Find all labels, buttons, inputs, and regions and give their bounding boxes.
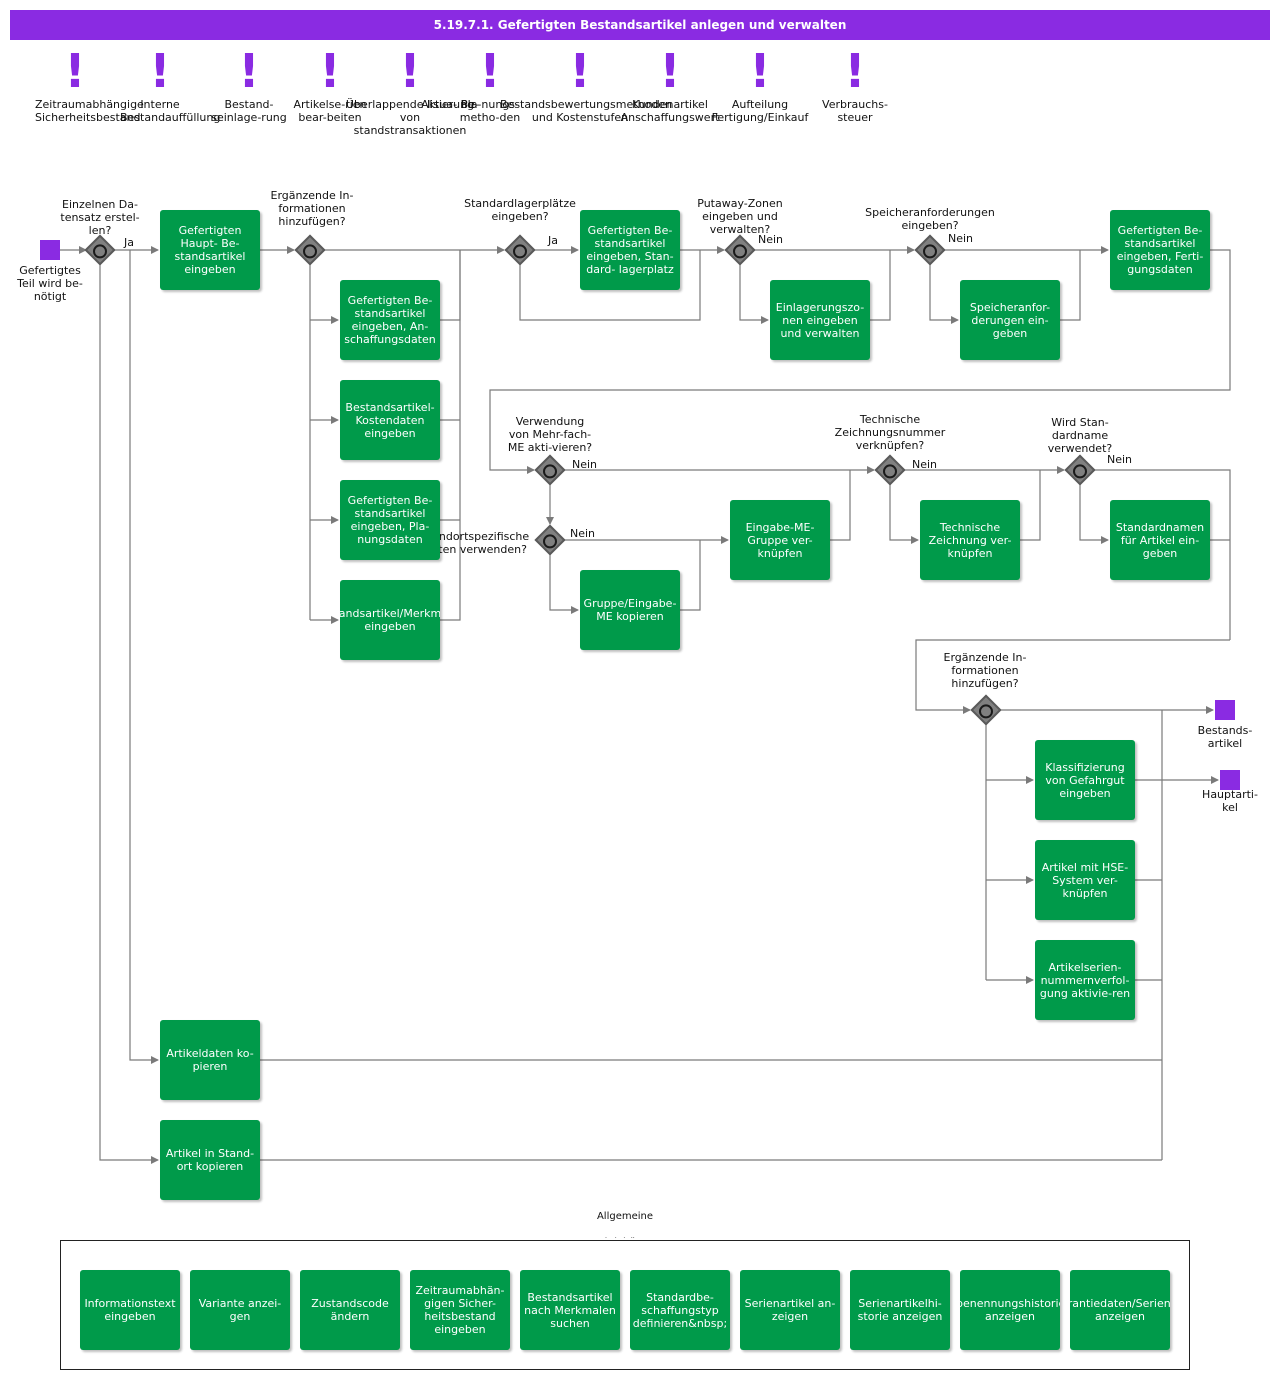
general-item[interactable]: Variante anzei-gen (190, 1270, 290, 1350)
task-speicheranforderungen[interactable]: Speicheranfor-derungen ein-geben (960, 280, 1060, 360)
flow-label-nein: Nein (912, 458, 938, 471)
end-event-hauptartikel[interactable] (1220, 770, 1240, 790)
rule-zeitraum[interactable]: !Zeitraumabhängige Sicherheitsbestand (35, 44, 144, 124)
flow-label-ja: Ja (548, 234, 558, 247)
task-standardnamen[interactable]: Standardnamen für Artikel ein-geben (1110, 500, 1210, 580)
rule-artikelserien[interactable]: !Artikelse-rien bear-beiten (290, 48, 370, 124)
rule-kundenartikel[interactable]: !Kundenartikel Anschaffungswert (620, 44, 720, 124)
task-gruppe-kopieren[interactable]: Gruppe/Eingabe-ME kopieren (580, 570, 680, 650)
flow-label-nein: Nein (758, 233, 784, 246)
task-gefahrgut[interactable]: Klassifizierung von Gefahrgut eingeben (1035, 740, 1135, 820)
general-item[interactable]: Standardbe-schaffungstyp definieren&nbsp… (630, 1270, 730, 1350)
task-artikeldaten-kopieren[interactable]: Artikeldaten ko-pieren (160, 1020, 260, 1100)
rule-planungsmethoden[interactable]: !Pla-nungs-metho-den (450, 48, 530, 124)
task-seriennummernverfolgung[interactable]: Artikelserien-nummernverfol-gung aktivie… (1035, 940, 1135, 1020)
exclamation-icon: ! (749, 44, 771, 98)
rule-bestandseinlagerung[interactable]: !Bestand-seinlage-rung (209, 48, 289, 124)
flow-label-nein: Nein (1107, 453, 1133, 466)
general-item[interactable]: Bestandsartikel nach Merkmalen suchen (520, 1270, 620, 1350)
flow-label-nein: Nein (570, 527, 596, 540)
flow-label-ja: Ja (124, 236, 134, 249)
task-artikel-standort-kopieren[interactable]: Artikel in Stand-ort kopieren (160, 1120, 260, 1200)
end-event-bestandsartikel[interactable] (1215, 700, 1235, 720)
gateway-standardlagerplaetze-label: Standardlagerplätze eingeben? (464, 197, 576, 223)
task-eingabe-me-gruppe[interactable]: Eingabe-ME-Gruppe ver-knüpfen (730, 500, 830, 580)
gateway-zeichnungsnummer-label: Technische Zeichnungsnummer verknüpfen? (834, 413, 946, 452)
general-item[interactable]: Informationstext eingeben (80, 1270, 180, 1350)
start-event[interactable] (40, 240, 60, 260)
task-planungsdaten[interactable]: Gefertigten Be-standsartikel eingeben, P… (340, 480, 440, 560)
start-event-label: Gefertigtes Teil wird be-nötigt (17, 264, 83, 303)
gateway-speicheranforderungen-label: Speicheranforderungen eingeben? (865, 206, 995, 232)
task-fertigungsdaten[interactable]: Gefertigten Be-standsartikel eingeben, F… (1110, 210, 1210, 290)
gateway-mehrfach-me-label: Verwendung von Mehr-fach-ME akti-vieren? (507, 415, 593, 454)
rule-aktua[interactable]: !Aktua- Be- (421, 98, 479, 111)
exclamation-icon: ! (479, 44, 501, 98)
task-haupt-bestandsartikel[interactable]: Gefertigten Haupt- Be-standsartikel eing… (160, 210, 260, 290)
general-item[interactable]: Serienartikel an-zeigen (740, 1270, 840, 1350)
gateway-standardname-label: Wird Stan-dardname verwendet? (1047, 416, 1113, 455)
general-item[interactable]: Zeitraumabhän-gigen Sicher-heitsbestand … (410, 1270, 510, 1350)
exclamation-icon: ! (659, 44, 681, 98)
gateway-standortspezifisch-label: Standortspezifische Daten verwenden? (420, 530, 530, 556)
general-item[interactable]: Zustandscode ändern (300, 1270, 400, 1350)
end-event-hauptartikel-label: Hauptarti-kel (1202, 788, 1258, 814)
exclamation-icon: ! (64, 44, 86, 98)
task-hse-system[interactable]: Artikel mit HSE-System ver-knüpfen (1035, 840, 1135, 920)
task-anschaffungsdaten[interactable]: Gefertigten Be-standsartikel eingeben, A… (340, 280, 440, 360)
flow-label-nein: Nein (572, 458, 598, 471)
flow-label-nein: Nein (948, 232, 974, 245)
task-standardlagerplatz[interactable]: Gefertigten Be-standsartikel eingeben, S… (580, 210, 680, 290)
task-merkmale[interactable]: andsartikel/Merkm eingeben (340, 580, 440, 660)
task-technische-zeichnung[interactable]: Technische Zeichnung ver-knüpfen (920, 500, 1020, 580)
exclamation-icon: ! (149, 44, 171, 98)
gateway-einzelner-datensatz-label: Einzelnen Da-tensatz erstel-len? (60, 198, 140, 237)
general-item[interactable]: Umbenennungshistorie/Se anzeigen (960, 1270, 1060, 1350)
rule-interne[interactable]: !Interne Bestandauffüllung (120, 44, 221, 124)
general-activities-title: Allgemeine Aktivitäten (596, 1211, 654, 1238)
exclamation-icon: ! (319, 44, 341, 98)
rule-aufteilung[interactable]: !Aufteilung Fertigung/Einkauf (711, 44, 809, 124)
rule-ueberlappende[interactable]: !Überlappende lisierung von standstransa… (345, 44, 475, 137)
task-kostendaten[interactable]: Bestandsartikel-Kostendaten eingeben (340, 380, 440, 460)
general-item[interactable]: Garantiedaten/Serienobj anzeigen (1070, 1270, 1170, 1350)
general-item[interactable]: Serienartikelhi-storie anzeigen (850, 1270, 950, 1350)
exclamation-icon: ! (569, 44, 591, 98)
gateway-putaway-zonen-label: Putaway-Zonen eingeben und verwalten? (697, 197, 783, 236)
exclamation-icon: ! (238, 44, 260, 98)
end-event-bestandsartikel-label: Bestands-artikel (1197, 724, 1253, 750)
diagram-title: 5.19.7.1. Gefertigten Bestandsartikel an… (10, 10, 1270, 40)
exclamation-icon: ! (844, 44, 866, 98)
rule-bewertung[interactable]: !Bestandsbewertungsmethoden und Kostenst… (500, 44, 673, 124)
rule-verbrauchssteuer[interactable]: !Verbrauchs-steuer (815, 48, 895, 124)
general-activities-frame (60, 1240, 1190, 1370)
gateway-ergaenzende-info-2-label: Ergänzende In-formationen hinzufügen? (943, 651, 1027, 690)
gateway-ergaenzende-info-1-label: Ergänzende In-formationen hinzufügen? (270, 189, 354, 228)
task-einlagerungszonen[interactable]: Einlagerungszo-nen eingeben und verwalte… (770, 280, 870, 360)
exclamation-icon: ! (399, 44, 421, 98)
